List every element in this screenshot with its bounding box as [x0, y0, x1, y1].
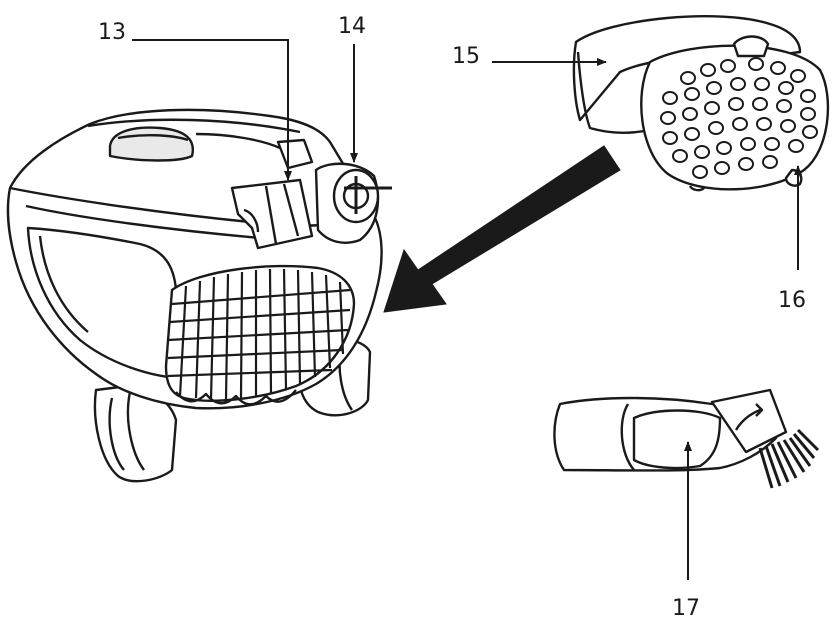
callout-13-label: 13 [98, 20, 126, 45]
leader-13 [132, 39, 292, 181]
brush-bristles [758, 428, 820, 489]
filter-holes [660, 57, 818, 179]
side-panel [26, 226, 180, 380]
grille-slats [167, 268, 351, 400]
vacuum-cleaner-body [6, 108, 392, 483]
carry-handle [108, 126, 195, 162]
insert-direction-arrow [383, 145, 621, 313]
brush-head [710, 388, 788, 454]
callout-14-label: 14 [338, 14, 366, 39]
callout-15-label: 15 [452, 44, 480, 69]
callout-leaders [132, 39, 802, 580]
crevice-brush-tool [553, 388, 820, 489]
callout-16-label: 16 [778, 288, 806, 313]
callout-17-label: 17 [672, 596, 700, 621]
exhaust-filter [572, 15, 830, 192]
